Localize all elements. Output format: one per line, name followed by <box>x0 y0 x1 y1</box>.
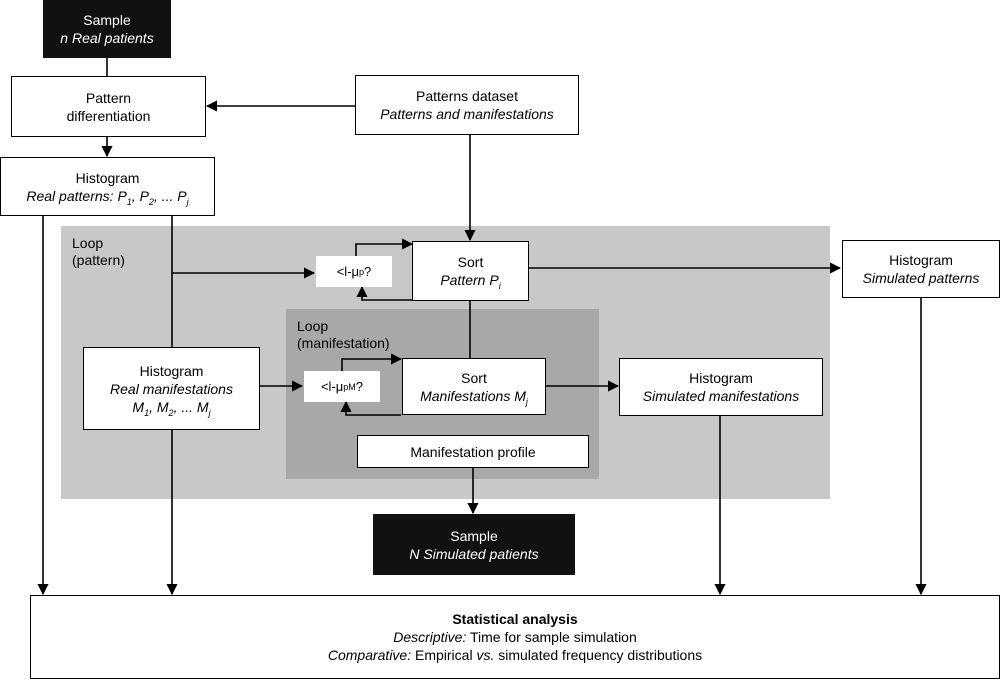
arrow-sort-to-cond-manifest <box>340 400 401 416</box>
statistical-analysis-box: Statistical analysis Descriptive: Time f… <box>30 595 1000 679</box>
sort-pattern-box: Sort Pattern Pi <box>412 241 529 301</box>
histogram-simulated-manifestations-box: Histogram Simulated manifestations <box>619 358 823 416</box>
loop-pattern-label: Loop(pattern) <box>72 235 125 268</box>
sort-manifestations-box: Sort Manifestations Mj <box>402 358 546 415</box>
arrow-cond-to-sort-pattern <box>355 238 414 256</box>
histogram-simulated-patterns-box: Histogram Simulated patterns <box>842 240 1000 298</box>
arrow-sort-to-cond-pattern <box>356 285 412 301</box>
sample-simulated-patients-box: Sample N Simulated patients <box>373 514 575 575</box>
manifestation-profile-box: Manifestation profile <box>357 435 589 468</box>
histogram-real-manifestations-box: Histogram Real manifestations M1, M2, ..… <box>83 347 260 430</box>
stat-title: Statistical analysis <box>452 611 578 627</box>
sample-real-patients-box: Sample n Real patients <box>43 0 171 58</box>
arrow-cond-to-sort-manifest <box>341 353 403 371</box>
histogram-real-patterns-box: Histogram Real patterns: P1, P2, ... Pj <box>0 157 215 216</box>
stat-comparative: Comparative: Empirical vs. simulated fre… <box>327 647 703 663</box>
loop-manifestation-label: Loop(manifestation) <box>297 318 390 351</box>
patterns-dataset-box: Patterns dataset Patterns and manifestat… <box>355 75 579 135</box>
pattern-differentiation-box: Pattern differentiation <box>11 76 206 137</box>
stat-descriptive: Descriptive: Time for sample simulation <box>393 629 637 645</box>
